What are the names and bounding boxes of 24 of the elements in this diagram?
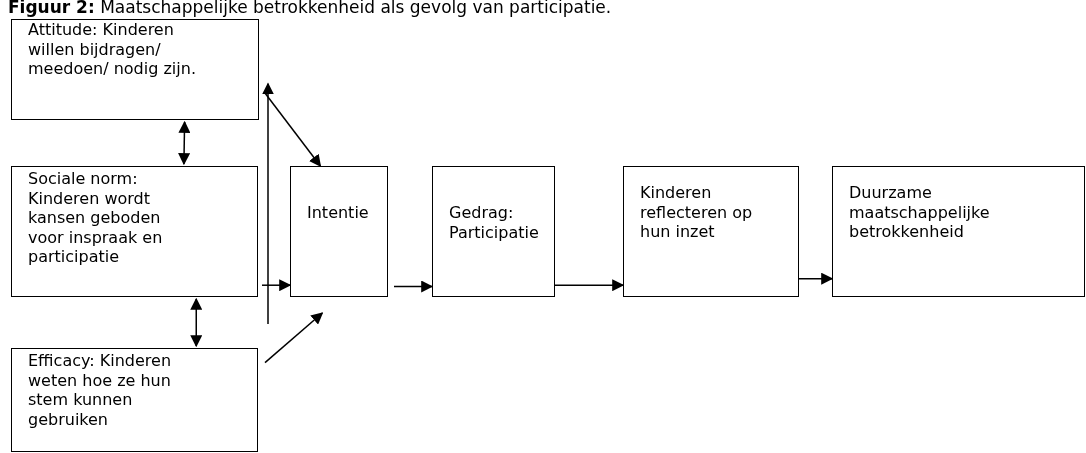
- process-box: [290, 166, 388, 297]
- box-text: Duurzame maatschappelijke betrokkenheid: [849, 183, 991, 242]
- arrow: [554, 279, 625, 292]
- process-box: [832, 166, 1085, 297]
- box-text: Efficacy: Kinderen weten hoe ze hun stem kunnen gebruiken: [28, 351, 173, 429]
- process-box: [432, 166, 555, 297]
- arrow: [263, 90, 322, 167]
- arrow: [262, 82, 274, 325]
- box-text: Attitude: Kinderen willen bijdragen/ meedoen/ nodig zijn.: [28, 20, 197, 79]
- process-box: [11, 348, 258, 452]
- process-box: [11, 166, 258, 297]
- process-box: [623, 166, 799, 297]
- arrow: [798, 272, 834, 285]
- box-text: Intentie: [307, 203, 369, 223]
- process-box: [11, 19, 259, 120]
- box-text: Sociale norm: Kinderen wordt kansen geboden voor inspraak en participatie: [28, 169, 164, 267]
- arrow: [190, 297, 203, 348]
- box-text: Gedrag: Participatie: [449, 203, 540, 242]
- box-text: Kinderen reflecteren op hun inzet: [640, 183, 754, 242]
- arrow: [264, 312, 324, 364]
- figure-title: Figuur 2: Maatschappelijke betrokkenheid als gevolg van participatie.: [8, 0, 612, 17]
- arrow: [261, 279, 292, 292]
- arrow: [178, 120, 191, 166]
- arrow: [393, 280, 434, 293]
